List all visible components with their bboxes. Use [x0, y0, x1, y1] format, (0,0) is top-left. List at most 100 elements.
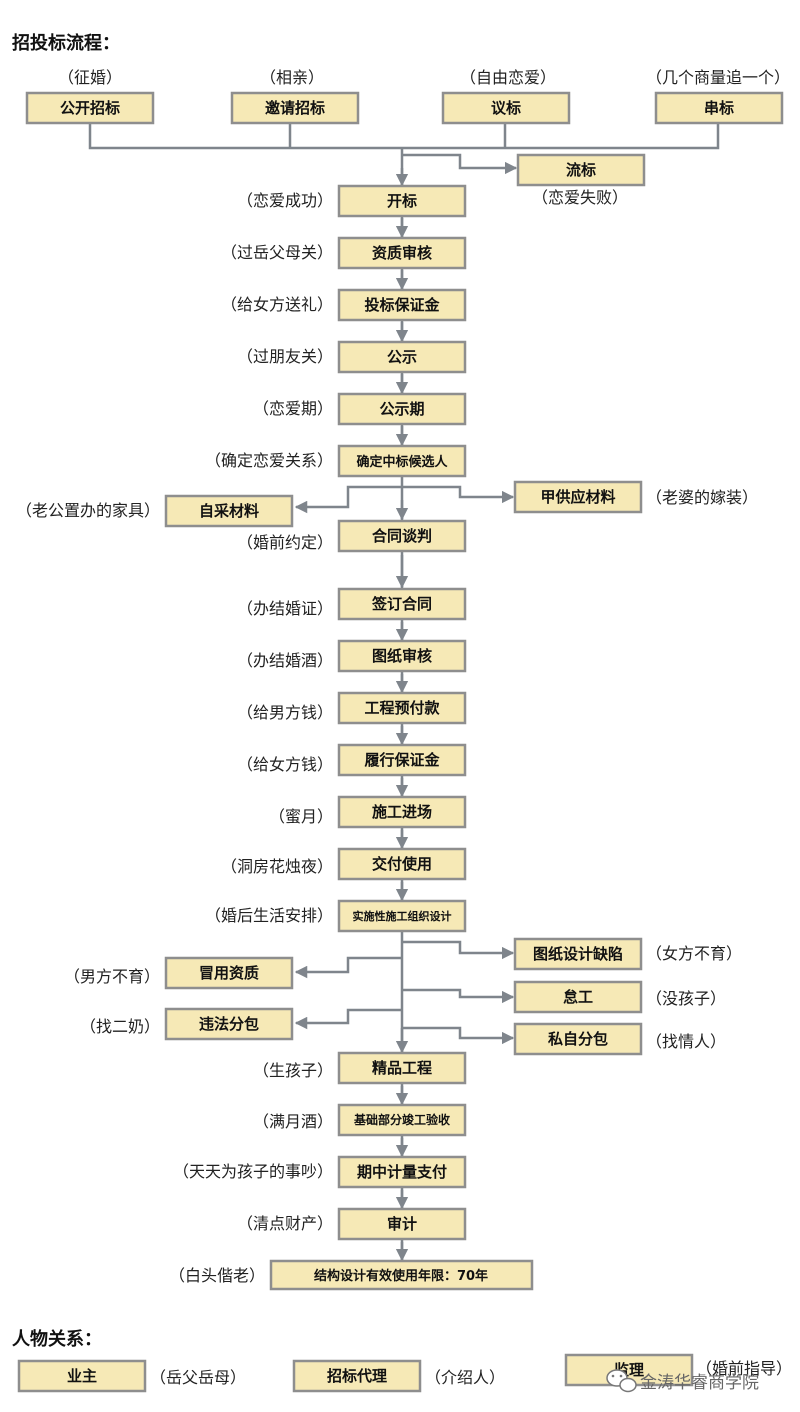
branch-jiagong — [402, 485, 515, 504]
relations-heading: 人物关系： — [12, 1328, 102, 1350]
node-label: 期中计量支付 — [357, 1163, 447, 1181]
node-yezhu: 业主 — [17, 1359, 147, 1393]
node-hetong: 合同谈判 — [337, 519, 467, 553]
node-label: 冒用资质 — [199, 964, 259, 982]
node-sheji: 实施性施工组织设计 — [337, 899, 467, 933]
node-label: 违法分包 — [199, 1015, 259, 1033]
node-label: 施工进场 — [372, 803, 432, 821]
node-label: 图纸设计缺陷 — [533, 945, 623, 963]
node-kaibiao: 开标 — [337, 184, 467, 218]
branch-maoyong — [294, 956, 402, 979]
node-gongshiqi: 公示期 — [337, 392, 467, 426]
node-label: 交付使用 — [372, 855, 432, 873]
node-label: 公示期 — [379, 400, 424, 418]
note-sheji: （婚后生活安排） — [205, 906, 333, 925]
node-yufu: 工程预付款 — [337, 691, 467, 725]
note-yibiao: （自由恋爱） — [460, 68, 556, 87]
note-zicai: （老公置办的家具） — [16, 501, 160, 520]
note-yaoqing: （相亲） — [260, 68, 324, 87]
node-label: 合同谈判 — [371, 527, 432, 545]
node-daili: 招标代理 — [292, 1359, 422, 1393]
node-label: 自采材料 — [199, 502, 259, 520]
node-yaoqing: 邀请招标 — [230, 91, 360, 125]
note-sizi: （找情人） — [646, 1032, 726, 1051]
node-lvxing: 履行保证金 — [337, 743, 467, 777]
node-yibiao: 议标 — [441, 91, 571, 125]
node-liubiao: 流标 — [516, 153, 646, 187]
note-jiagong: （老婆的嫁装） — [646, 488, 758, 507]
note-jianli: （婚前指导） — [696, 1359, 792, 1378]
note-hetong: （婚前约定） — [237, 533, 333, 552]
note-weifa: （找二奶） — [80, 1017, 160, 1036]
node-gongshi: 公示 — [337, 340, 467, 374]
node-label: 私自分包 — [547, 1030, 608, 1048]
wechat-icon — [606, 1369, 637, 1393]
node-label: 议标 — [491, 99, 521, 117]
merge-line — [88, 122, 720, 150]
node-qianding: 签订合同 — [337, 587, 467, 621]
node-label: 图纸审核 — [372, 647, 432, 665]
node-label: 公示 — [387, 348, 417, 366]
note-tuzhi: （办结婚酒） — [237, 651, 333, 670]
node-label: 工程预付款 — [364, 699, 440, 717]
node-jiagong: 甲供应材料 — [513, 480, 643, 514]
node-label: 履行保证金 — [363, 751, 440, 769]
branch-liubiao — [402, 153, 518, 175]
node-shenji: 审计 — [337, 1207, 467, 1241]
node-label: 实施性施工组织设计 — [353, 909, 452, 923]
process-heading: 招投标流程： — [12, 32, 120, 54]
branch-sizi — [402, 1026, 515, 1045]
note-queding: （确定恋爱关系） — [205, 451, 333, 470]
note-shenji: （清点财产） — [237, 1214, 333, 1233]
note-zizhi: （过岳父母关） — [221, 243, 333, 262]
node-label: 流标 — [566, 161, 596, 179]
note-daigong: （没孩子） — [646, 989, 726, 1008]
note-qianding: （办结婚证） — [237, 599, 333, 618]
node-label: 开标 — [387, 192, 417, 210]
node-label: 公开招标 — [60, 99, 120, 117]
node-zizhi: 资质审核 — [337, 236, 467, 270]
branch-daigong — [402, 988, 515, 1004]
note-jiegou: （白头偕老） — [169, 1266, 265, 1285]
node-daigong: 怠工 — [513, 980, 643, 1014]
note-qizhong: （天天为孩子的事吵） — [173, 1162, 333, 1181]
node-gongkai: 公开招标 — [25, 91, 155, 125]
note-lvxing: （给女方钱） — [237, 755, 333, 774]
note-gongshiqi: （恋爱期） — [253, 399, 333, 418]
node-label: 结构设计有效使用年限：70年 — [314, 1268, 488, 1284]
note-daili: （介绍人） — [425, 1368, 505, 1387]
note-gongshi: （过朋友关） — [237, 347, 333, 366]
branch-queixian — [402, 940, 515, 960]
note-baozhengjin: （给女方送礼） — [221, 295, 333, 314]
node-jichu: 基础部分竣工验收 — [337, 1103, 467, 1137]
node-tuzhi: 图纸审核 — [337, 639, 467, 673]
watermark: 金涛华睿商学院 — [606, 1369, 759, 1393]
node-label: 怠工 — [563, 988, 593, 1006]
note-yezhu: （岳父岳母） — [150, 1368, 246, 1387]
note-yufu: （给男方钱） — [237, 703, 333, 722]
node-label: 串标 — [704, 99, 734, 117]
node-label: 业主 — [67, 1367, 97, 1385]
node-qizhong: 期中计量支付 — [337, 1155, 467, 1189]
node-jinchang: 施工进场 — [337, 795, 467, 829]
note-kaibiao: （恋爱成功） — [237, 191, 333, 210]
node-weifa: 违法分包 — [164, 1007, 294, 1041]
node-label: 精品工程 — [372, 1059, 432, 1077]
node-jiaofu: 交付使用 — [337, 847, 467, 881]
node-label: 资质审核 — [372, 244, 432, 262]
node-zicai: 自采材料 — [164, 494, 294, 528]
node-maoyong: 冒用资质 — [164, 956, 294, 990]
node-label: 甲供应材料 — [540, 488, 615, 506]
branch-weifa — [294, 1008, 402, 1030]
node-label: 审计 — [387, 1215, 417, 1233]
node-jingpin: 精品工程 — [337, 1051, 467, 1085]
note-jinchang: （蜜月） — [269, 807, 333, 826]
node-sizi: 私自分包 — [513, 1022, 643, 1056]
node-baozhengjin: 投标保证金 — [337, 288, 467, 322]
node-label: 确定中标候选人 — [356, 454, 448, 470]
note-jiaofu: （洞房花烛夜） — [221, 857, 333, 876]
watermark-text: 金涛华睿商学院 — [640, 1373, 759, 1393]
node-jianli: 监理 — [564, 1353, 694, 1387]
note-liubiao: （恋爱失败） — [532, 188, 628, 207]
